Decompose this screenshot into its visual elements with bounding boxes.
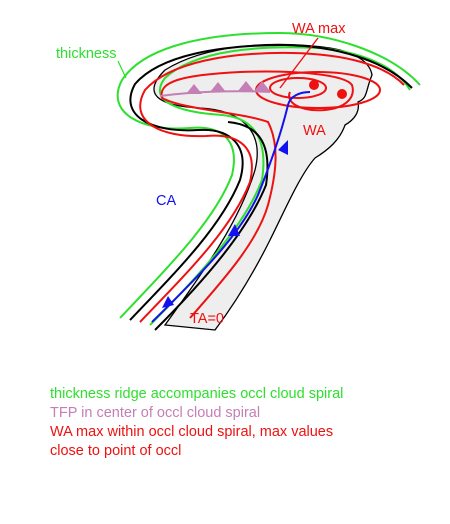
tfp-symbol-1 (186, 84, 202, 94)
wa-isoline-ta-zero (160, 70, 354, 319)
legend-line-wa-cont: close to point of occl (50, 443, 182, 459)
thickness-label-pointer (117, 60, 127, 79)
thickness-ridge-line (116, 31, 421, 319)
cold-front-symbol-1 (162, 296, 174, 308)
legend: thickness ridge accompanies occl cloud s… (50, 385, 343, 461)
warm-front-symbol-2 (337, 89, 347, 99)
cold-front-symbol-2 (228, 224, 240, 236)
cold-front-symbol-3 (278, 140, 288, 155)
ca-label: CA (156, 193, 176, 209)
cold-front-line (151, 91, 311, 323)
wa-max-label: WA max (292, 21, 346, 37)
black-contour-outer (129, 43, 413, 321)
ta-zero-label: TA=0 (190, 311, 224, 327)
legend-line-thickness: thickness ridge accompanies occl cloud s… (50, 386, 344, 402)
wa-isoline-outer (139, 51, 405, 323)
black-contour-inner (154, 121, 269, 331)
tfp-symbol-2 (210, 82, 226, 92)
tfp-symbol-4 (254, 81, 270, 91)
wa-max-core (269, 77, 327, 99)
tfp-symbol-3 (238, 81, 254, 91)
thickness-label: thickness (56, 46, 116, 62)
legend-line-tfp: TFP in center of occl cloud spiral (50, 405, 261, 421)
warm-front-symbol-1 (309, 80, 319, 90)
legend-line-wa: WA max within occl cloud spiral, max val… (50, 424, 334, 440)
wa-label: WA (303, 123, 326, 139)
wa-max-pointer (279, 37, 319, 89)
